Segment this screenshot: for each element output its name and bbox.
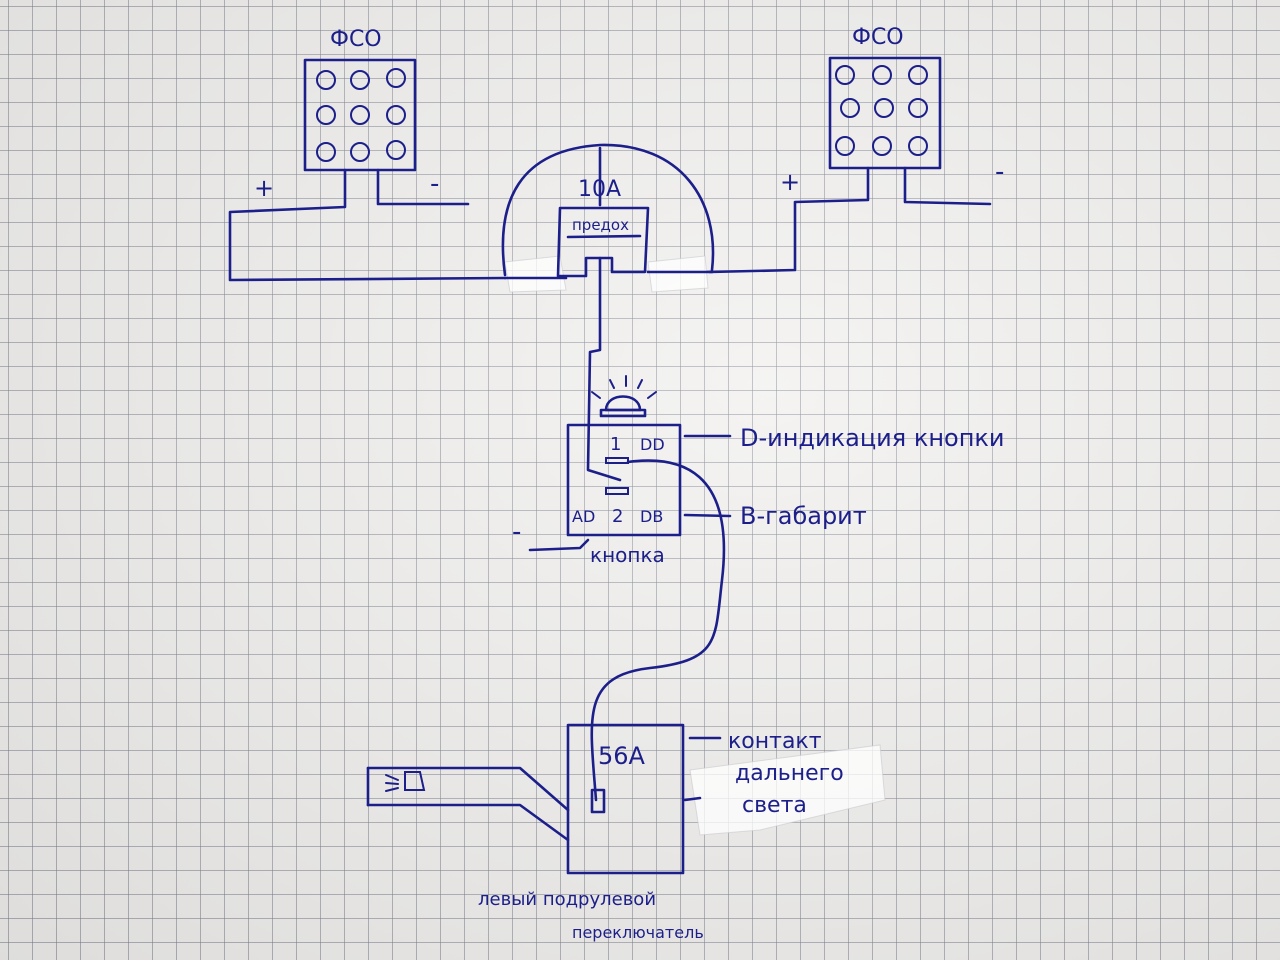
fuse-rating-label: 10A <box>578 177 621 202</box>
left-plus-sign: + <box>254 174 274 202</box>
left-minus-sign: - <box>430 169 439 199</box>
left-lamp-leds <box>316 68 406 162</box>
switch-caption-line-2: переключатель <box>572 923 704 942</box>
right-lamp-leds <box>835 65 928 156</box>
high-beam-note-line-2: дальнего <box>735 761 844 786</box>
high-beam-note-line-1: контакт <box>728 729 822 754</box>
right-lamp-module <box>708 56 992 274</box>
right-minus-sign: - <box>995 157 1004 187</box>
left-lamp-module <box>228 58 507 282</box>
button-pin-d2: DB <box>640 507 663 526</box>
high-beam-contact-label: 56A <box>598 742 646 770</box>
tape-left <box>504 255 567 293</box>
marker-note: B-габарит <box>740 502 867 530</box>
button-pin-1: 1 <box>610 434 621 455</box>
indication-note: D-индикация кнопки <box>740 424 1004 452</box>
fuse-block <box>501 143 715 482</box>
high-beam-note-line-3: света <box>742 793 807 818</box>
button-block <box>528 423 732 802</box>
headlight-icon <box>385 771 426 792</box>
fuse-label: предох <box>572 216 629 234</box>
right-plus-sign: + <box>780 168 800 196</box>
button-pin-a: AD <box>572 507 595 526</box>
tape-bottom <box>689 744 886 836</box>
switch-caption-line-1: левый подрулевой <box>478 889 656 910</box>
indicator-light-icon <box>591 375 657 418</box>
right-lamp-label: ФСО <box>852 25 904 50</box>
button-pin-2: 2 <box>612 506 623 527</box>
button-label: кнопка <box>590 543 665 567</box>
left-lamp-label: ФСО <box>330 27 382 52</box>
steering-switch-block <box>366 723 722 875</box>
button-minus-sign: - <box>512 517 521 547</box>
tape-right <box>647 255 709 293</box>
button-pin-d1: DD <box>640 435 665 454</box>
